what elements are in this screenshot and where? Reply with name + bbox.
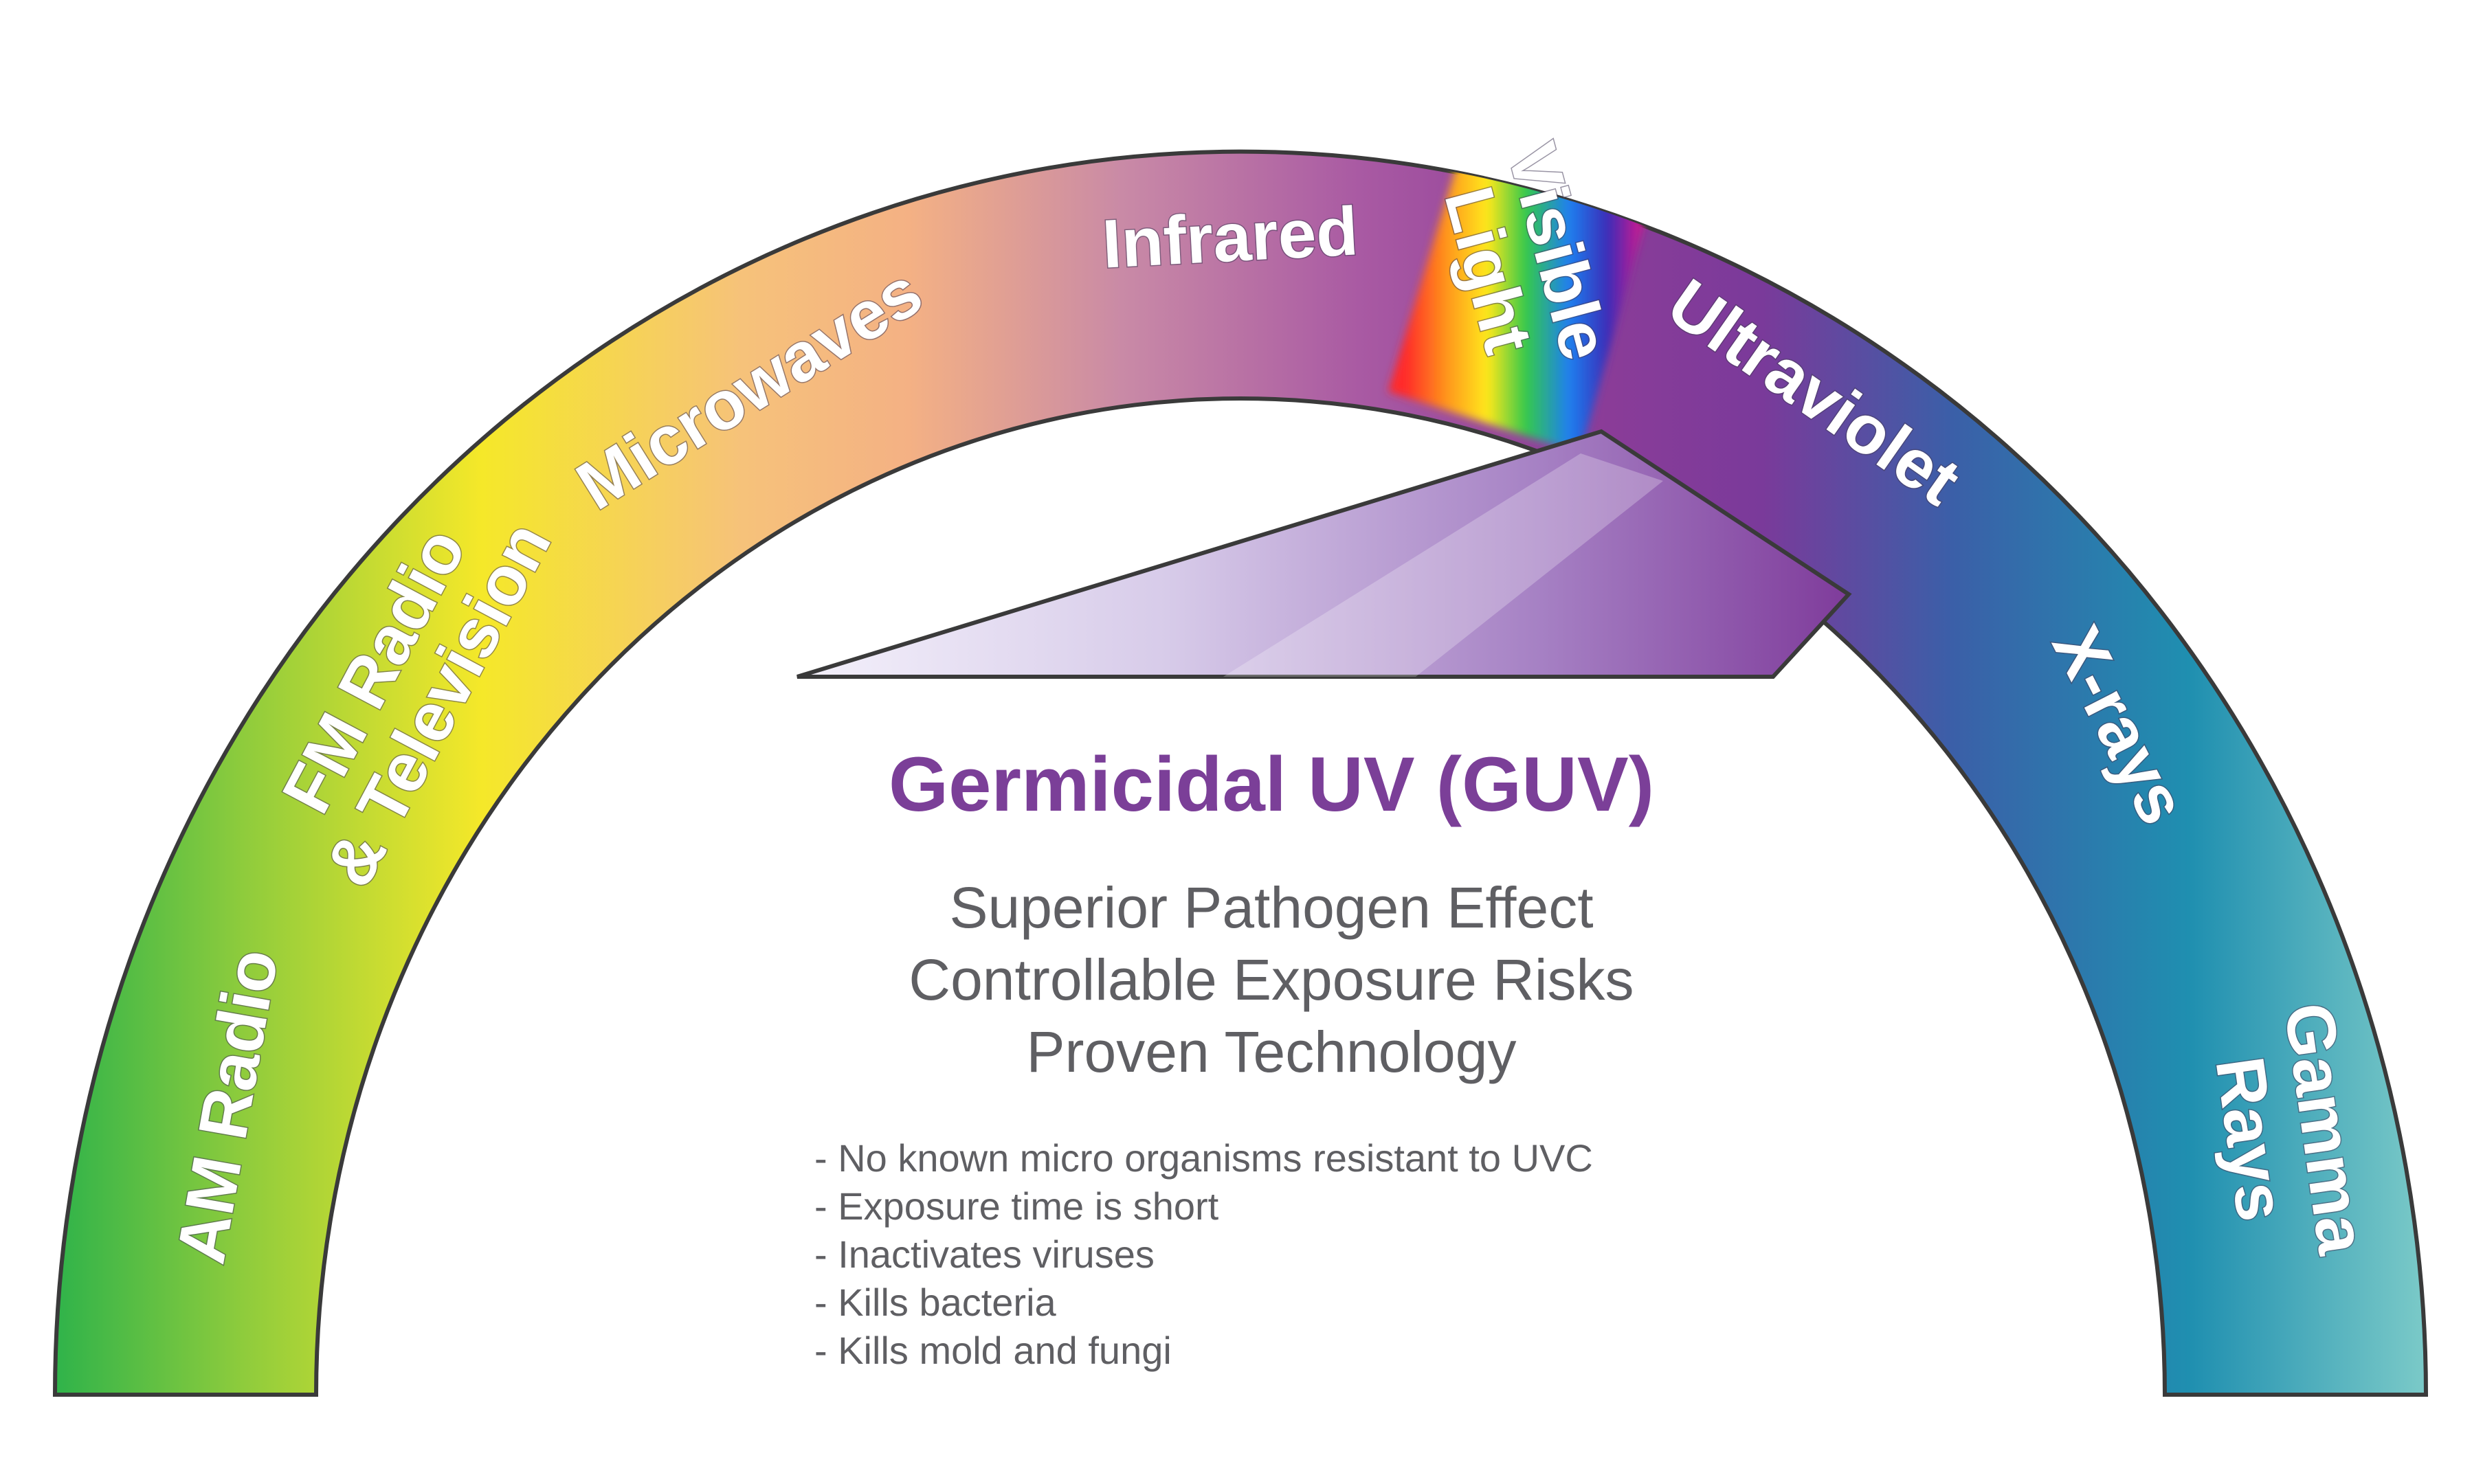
- guv-subtitle-line: Proven Technology: [1027, 1020, 1517, 1084]
- band-label-infrared: Infrared: [1100, 192, 1360, 282]
- guv-beam-highlight: [1223, 453, 1663, 677]
- guv-subtitle-line: Controllable Exposure Risks: [909, 947, 1634, 1012]
- guv-beam: [797, 429, 1852, 679]
- guv-bullet-item: - Exposure time is short: [814, 1184, 1219, 1228]
- guv-bullet-item: - No known micro organisms resistant to …: [814, 1136, 1593, 1180]
- band-label-line: Infrared: [1100, 192, 1360, 282]
- band-label-gamma-rays: GammaRays: [2195, 998, 2381, 1270]
- guv-title: Germicidal UV (GUV): [889, 741, 1654, 827]
- guv-bullet-item: - Kills mold and fungi: [814, 1329, 1172, 1372]
- guv-bullet-list: - No known micro organisms resistant to …: [814, 1136, 1593, 1372]
- guv-subtitle-line: Superior Pathogen Effect: [949, 875, 1593, 940]
- guv-bullet-item: - Inactivates viruses: [814, 1233, 1155, 1276]
- spectrum-arc: [52, 149, 2429, 1397]
- guv-subtitles: Superior Pathogen Effect Controllable Ex…: [909, 875, 1634, 1084]
- guv-bullet-item: - Kills bacteria: [814, 1281, 1057, 1324]
